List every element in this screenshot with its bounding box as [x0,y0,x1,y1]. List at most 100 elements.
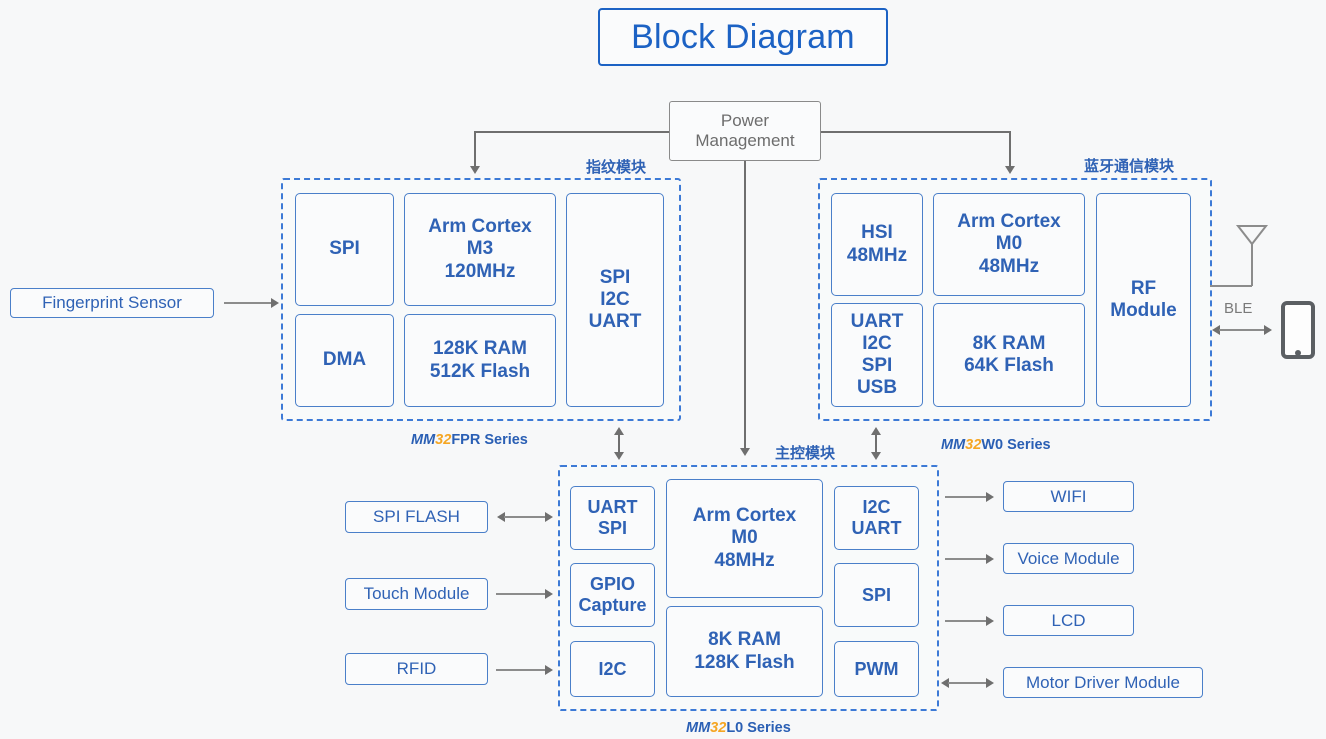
rfid-arrow [545,665,553,675]
w0-memory-line2: 64K Flash [964,355,1054,376]
power-line-left-vertical [474,131,476,167]
l0-core-block: Arm Cortex M0 48MHz [666,479,823,598]
l0-memory-block: 8K RAM 128K Flash [666,606,823,697]
power-arrow-main [740,448,750,456]
voice-module-line [945,558,987,560]
l0-pwm-block: PWM [834,641,919,697]
fpr-core-block: Arm Cortex M3 120MHz [404,193,556,306]
w0-core-block: Arm Cortex M0 48MHz [933,193,1085,296]
power-arrow-fingerprint [470,166,480,174]
power-arrow-bluetooth [1005,166,1015,174]
fpr-core-line3: 120MHz [444,260,516,282]
fpr-interface-line3: UART [588,311,642,333]
power-management-label-line1: Power [720,111,770,131]
w0-rf-line2: Module [1110,300,1177,321]
l0-uart-spi-line1: UART [587,497,638,518]
fingerprint-module-cn-label: 指纹模块 [586,159,647,176]
phone-icon [1281,301,1315,359]
w0-series-32: 32 [965,437,982,453]
l0-series-mm: MM [686,720,711,736]
fpr-memory-block: 128K RAM 512K Flash [404,314,556,407]
fpr-interface-block: SPI I2C UART [566,193,664,407]
voice-module-arrow [986,554,994,564]
phone-body [1281,301,1315,359]
phone-home-button [1295,350,1301,356]
l0-i2c-block: I2C [570,641,655,697]
spi-flash-arrow-left [497,512,505,522]
w0-core-line3: 48MHz [978,255,1040,277]
fpr-series-rest: FPR Series [451,432,528,448]
wifi-arrow [986,492,994,502]
fpr-series-32: 32 [435,432,452,448]
motor-driver-block: Motor Driver Module [1003,667,1203,698]
fpr-main-link-line [618,433,620,453]
l0-gpio-capture-block: GPIO Capture [570,563,655,627]
fingerprint-series-label: MM32FPR Series [411,432,528,448]
l0-i2c-uart-line1: I2C [862,497,891,518]
w0-hsi-block: HSI 48MHz [831,193,923,296]
l0-series-32: 32 [710,720,727,736]
fpr-main-arrow-down [614,452,624,460]
w0-interface-line1: UART [850,310,904,332]
w0-interface-line3: SPI [861,355,893,376]
fpr-spi-block: SPI [295,193,394,306]
bluetooth-module-cn-label: 蓝牙通信模块 [1084,158,1175,175]
voice-module-block: Voice Module [1003,543,1134,574]
l0-i2c-uart-line2: UART [851,518,902,538]
l0-i2c-uart-block: I2C UART [834,486,919,550]
lcd-arrow [986,616,994,626]
fpr-memory-line1: 128K RAM [433,338,527,360]
fpr-memory-line2: 512K Flash [429,360,531,382]
touch-module-arrow [545,589,553,599]
lcd-block: LCD [1003,605,1134,636]
spi-flash-line [504,516,546,518]
power-line-left [475,131,669,133]
l0-series-rest: L0 Series [726,720,791,736]
l0-core-line3: 48MHz [714,549,775,571]
fpr-core-line2: M3 [466,238,494,260]
fpr-dma-block: DMA [295,314,394,407]
power-line-right-vertical [1009,131,1011,167]
fingerprint-sensor-line [224,302,272,304]
power-management-label-line2: Management [695,131,795,150]
w0-interface-block: UART I2C SPI USB [831,303,923,407]
fpr-interface-line1: SPI [599,266,631,288]
antenna-icon [1226,225,1269,287]
w0-series-rest: W0 Series [981,437,1051,453]
power-line-center-vertical [744,161,746,449]
w0-hsi-line2: 48MHz [846,244,908,266]
touch-module-line [496,593,546,595]
rfid-block: RFID [345,653,488,685]
w0-main-arrow-down [871,452,881,460]
page-title: Block Diagram [598,8,888,66]
antenna-feed-line [1210,285,1226,287]
w0-hsi-line1: HSI [861,222,893,244]
l0-gpio-line1: GPIO [589,574,635,595]
ble-label: BLE [1224,300,1253,317]
power-management-block: Power Management [669,101,821,161]
l0-memory-line1: 8K RAM [708,629,781,651]
motor-driver-arrow-left [941,678,949,688]
w0-memory-block: 8K RAM 64K Flash [933,303,1085,407]
wifi-line [945,496,987,498]
spi-flash-arrow-right [545,512,553,522]
power-line-right [821,131,1010,133]
main-series-label: MM32L0 Series [686,720,791,736]
ble-arrow-left [1212,325,1220,335]
rfid-line [496,669,546,671]
lcd-line [945,620,987,622]
w0-main-link-line [875,433,877,453]
fpr-interface-line2: I2C [600,288,630,310]
motor-driver-line [948,682,986,684]
w0-main-arrow-up [871,427,881,435]
l0-core-line2: M0 [731,527,758,549]
ble-link-line [1219,329,1265,331]
w0-core-line2: M0 [995,233,1023,255]
w0-rf-module-block: RF Module [1096,193,1191,407]
l0-uart-spi-line2: SPI [597,518,627,538]
l0-spi-block: SPI [834,563,919,627]
main-module-cn-label: 主控模块 [775,445,836,462]
w0-interface-line4: USB [856,377,898,399]
fpr-main-arrow-up [614,427,624,435]
